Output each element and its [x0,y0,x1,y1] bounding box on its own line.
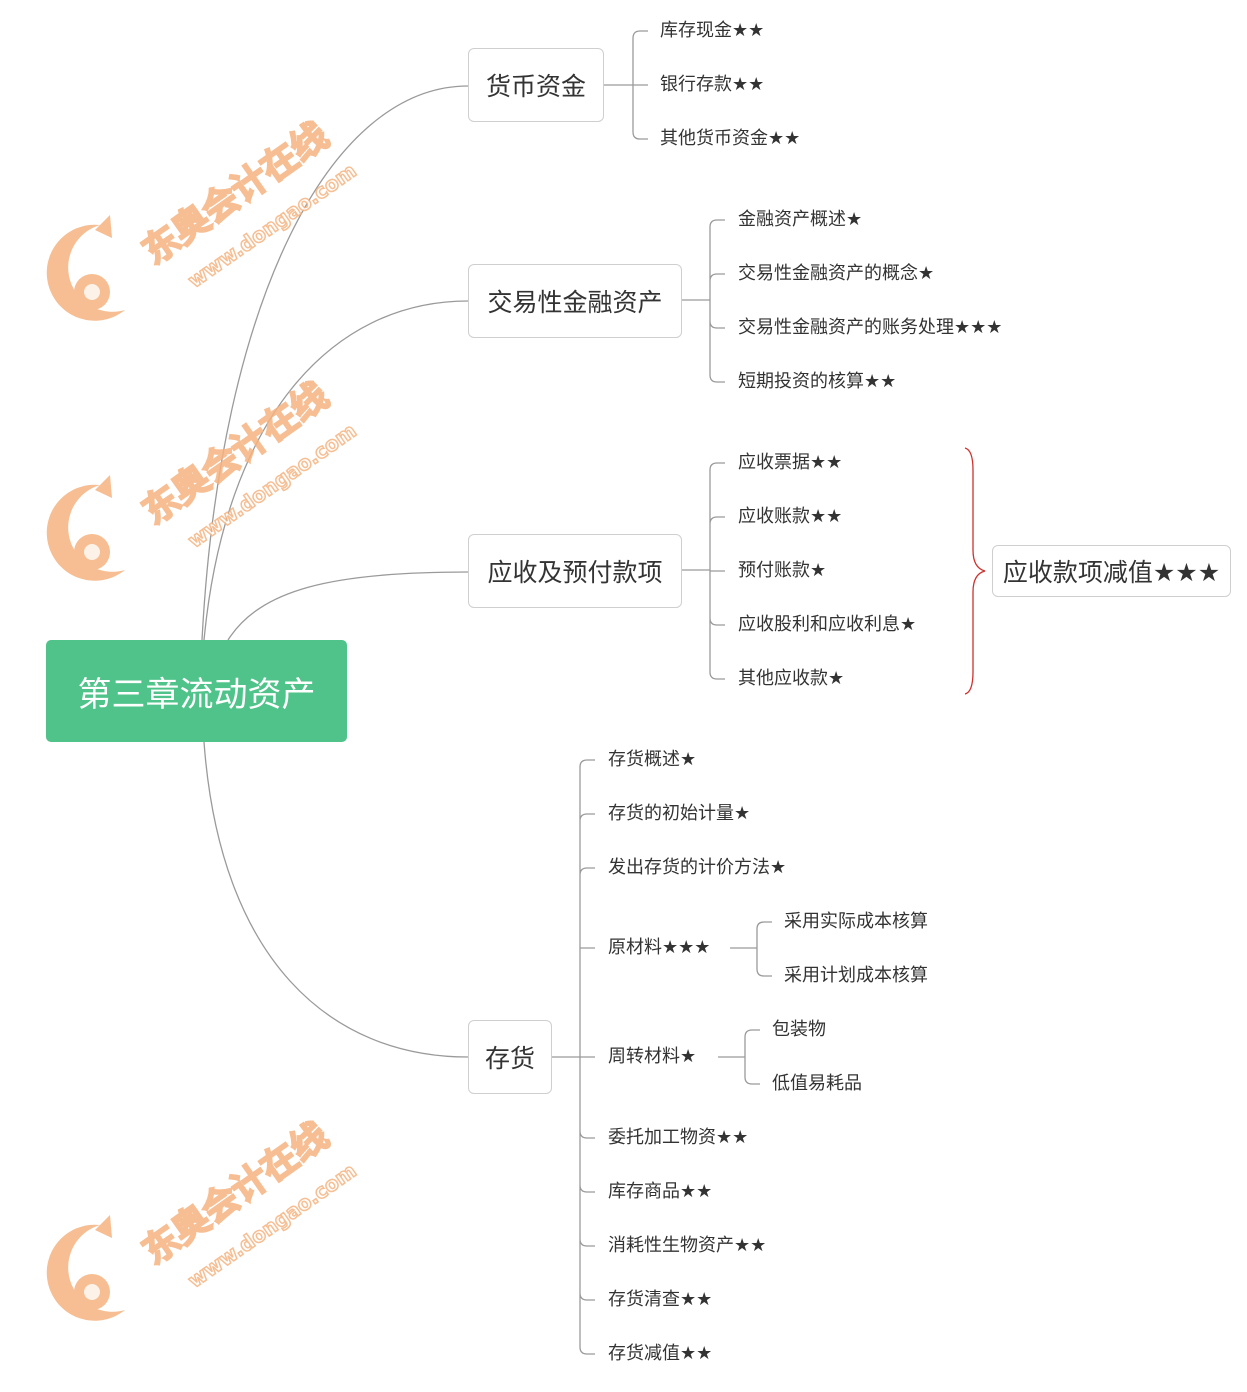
leaf[interactable]: 库存现金★★ [660,20,765,41]
leaf[interactable]: 消耗性生物资产★★ [608,1235,767,1256]
leaf[interactable]: 采用实际成本核算 [784,911,928,932]
leaf[interactable]: 存货概述★ [608,749,697,770]
leaf[interactable]: 包装物 [772,1019,826,1040]
leaf[interactable]: 委托加工物资★★ [608,1127,749,1148]
summary-brace [964,447,986,695]
bracket-receivables [681,462,725,680]
connector-root-1 [201,85,469,641]
leaf[interactable]: 短期投资的核算★★ [738,371,897,392]
bracket-turnover-materials [718,1029,760,1085]
bracket-inventory [551,759,595,1355]
leaf[interactable]: 其他应收款★ [738,668,845,689]
bracket-trading-financial-assets [681,219,725,383]
leaf[interactable]: 金融资产概述★ [738,209,863,230]
summary-receivable-impairment[interactable]: 应收款项减值★★★ [992,545,1231,597]
branch-monetary-funds[interactable]: 货币资金 [468,48,604,122]
leaf[interactable]: 原材料★★★ [608,937,711,958]
bracket-monetary-funds [603,30,648,140]
leaf[interactable]: 银行存款★★ [660,74,765,95]
leaf[interactable]: 应收股利和应收利息★ [738,614,917,635]
root-node[interactable]: 第三章流动资产 [46,640,347,742]
connector-root-4 [203,741,469,1058]
branch-trading-financial-assets[interactable]: 交易性金融资产 [468,264,682,338]
leaf[interactable]: 采用计划成本核算 [784,965,928,986]
leaf[interactable]: 应收账款★★ [738,506,843,527]
leaf[interactable]: 低值易耗品 [772,1073,862,1094]
bracket-raw-materials [730,921,772,977]
leaf[interactable]: 存货减值★★ [608,1343,713,1364]
leaf[interactable]: 存货的初始计量★ [608,803,751,824]
leaf[interactable]: 发出存货的计价方法★ [608,857,787,878]
connector-root-2 [203,300,469,641]
leaf[interactable]: 存货清查★★ [608,1289,713,1310]
leaf[interactable]: 交易性金融资产的账务处理★★★ [738,317,1003,338]
leaf[interactable]: 预付账款★ [738,560,827,581]
branch-inventory[interactable]: 存货 [468,1020,552,1094]
branch-receivables[interactable]: 应收及预付款项 [468,534,682,608]
leaf[interactable]: 库存商品★★ [608,1181,713,1202]
leaf[interactable]: 周转材料★ [608,1046,697,1067]
leaf[interactable]: 其他货币资金★★ [660,128,801,149]
leaf[interactable]: 交易性金融资产的概念★ [738,263,935,284]
connector-root-3 [227,571,469,641]
leaf[interactable]: 应收票据★★ [738,452,843,473]
